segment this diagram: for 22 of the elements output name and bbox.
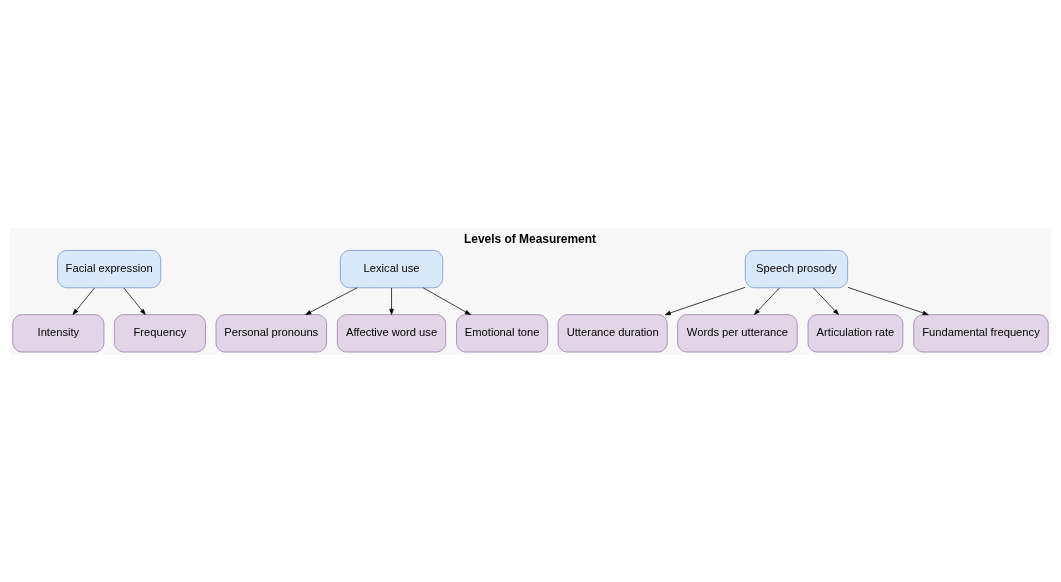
node-box: Intensity (12, 313, 105, 352)
arrow (813, 287, 839, 315)
arrow (754, 287, 780, 315)
node-box: Personal pronouns (215, 313, 327, 352)
arrow (422, 286, 471, 315)
arrow (305, 286, 358, 315)
node-box: Affective word use (337, 313, 447, 352)
node-box: Emotional tone (456, 313, 549, 352)
node-box: Fundamental frequency (913, 313, 1049, 352)
arrow (123, 287, 146, 315)
node-box: Lexical use (340, 249, 444, 288)
diagram-title: Levels of Measurement (464, 231, 597, 246)
arrow (664, 286, 746, 315)
arrow (847, 286, 929, 315)
node-box: Articulation rate (807, 313, 904, 352)
arrow (72, 287, 95, 315)
node-box: Utterance duration (557, 313, 668, 352)
arrow (389, 287, 394, 315)
node-box: Frequency (114, 313, 206, 352)
node-box: Speech prosody (744, 249, 848, 288)
node-box: Facial expression (57, 249, 162, 288)
node-box: Words per utterance (677, 313, 798, 352)
